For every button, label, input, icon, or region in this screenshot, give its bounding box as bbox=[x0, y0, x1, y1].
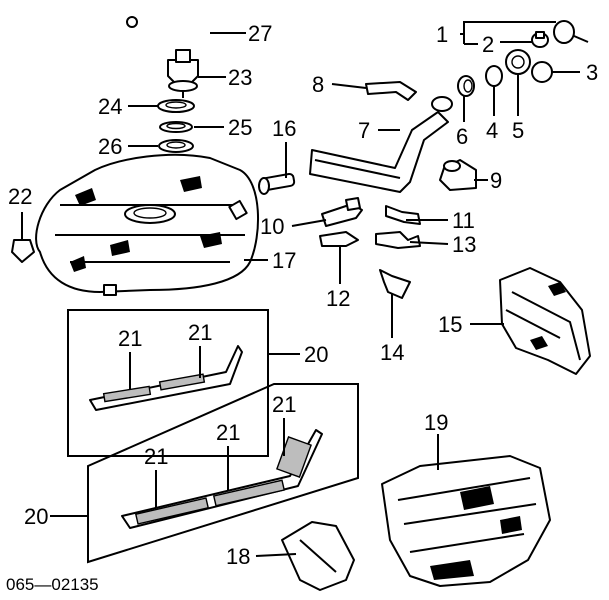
label-27: 27 bbox=[248, 21, 272, 46]
label-21-lower-left: 21 bbox=[144, 444, 168, 469]
label-13: 13 bbox=[452, 232, 476, 257]
label-10: 10 bbox=[260, 214, 284, 239]
label-1: 1 bbox=[436, 22, 448, 47]
band-set-lower-20 bbox=[121, 429, 323, 529]
plate-part-26 bbox=[158, 139, 194, 153]
label-2: 2 bbox=[482, 32, 494, 57]
filler-neck-part-5 bbox=[505, 49, 531, 75]
clip-part-14 bbox=[379, 269, 411, 299]
heat-protector-part-15 bbox=[499, 267, 591, 375]
band-set-upper-20 bbox=[89, 345, 243, 411]
label-20-upper: 20 bbox=[304, 342, 328, 367]
fuel-cap-part-1 bbox=[553, 20, 589, 44]
leader-lines bbox=[21, 21, 580, 557]
label-9: 9 bbox=[490, 168, 502, 193]
bracket-part-13 bbox=[375, 231, 421, 249]
label-8: 8 bbox=[312, 72, 324, 97]
clip-part-22 bbox=[11, 239, 35, 263]
label-18: 18 bbox=[226, 544, 250, 569]
label-3: 3 bbox=[586, 60, 598, 85]
label-20-lower: 20 bbox=[24, 504, 48, 529]
label-7: 7 bbox=[358, 118, 370, 143]
clamp-part-11 bbox=[385, 205, 421, 225]
label-15: 15 bbox=[438, 312, 462, 337]
label-25: 25 bbox=[228, 115, 252, 140]
label-16: 16 bbox=[272, 116, 296, 141]
bracket-part-12 bbox=[319, 231, 359, 247]
inlet-box-part-9 bbox=[439, 159, 477, 191]
group-box-lower-20 bbox=[87, 383, 359, 564]
fuel-sender-gauge-part-23 bbox=[167, 49, 199, 98]
label-11: 11 bbox=[452, 208, 475, 233]
label-19: 19 bbox=[424, 410, 448, 435]
label-4: 4 bbox=[486, 118, 498, 143]
tank-protector-part-19 bbox=[381, 455, 551, 587]
gasket-part-25 bbox=[159, 121, 193, 133]
label-21-upper-left: 21 bbox=[118, 326, 142, 351]
label-5: 5 bbox=[512, 118, 524, 143]
fuel-hose-part-16 bbox=[258, 172, 296, 195]
retainer-ring-part-24 bbox=[157, 99, 195, 113]
label-26: 26 bbox=[98, 134, 122, 159]
gasket-part-4 bbox=[485, 65, 503, 87]
filler-pipe-part-7 bbox=[309, 96, 453, 193]
fuel-tank-part-17 bbox=[35, 153, 259, 296]
diagram-code: 065—02135 bbox=[6, 575, 99, 594]
label-21-lower-right: 21 bbox=[272, 392, 296, 417]
callout-labels: 27 23 24 25 26 16 17 22 8 7 6 4 5 3 1 2 … bbox=[6, 21, 598, 594]
label-17: 17 bbox=[272, 248, 296, 273]
label-22: 22 bbox=[8, 184, 32, 209]
label-21-lower-middle: 21 bbox=[216, 420, 240, 445]
label-12: 12 bbox=[326, 286, 350, 311]
grommet-part-6 bbox=[457, 75, 475, 97]
label-21-upper-right: 21 bbox=[188, 320, 212, 345]
under-cover-part-18 bbox=[281, 521, 355, 591]
label-24: 24 bbox=[98, 94, 122, 119]
label-23: 23 bbox=[228, 65, 252, 90]
band-part-10 bbox=[321, 197, 363, 227]
label-14: 14 bbox=[380, 340, 404, 365]
vapor-hose-part-27 bbox=[126, 10, 211, 62]
group-box-upper-20 bbox=[67, 309, 269, 457]
seal-part-3 bbox=[531, 61, 553, 83]
cap-plug-part-2 bbox=[531, 31, 549, 48]
protector-part-8 bbox=[365, 81, 417, 101]
label-6: 6 bbox=[456, 124, 468, 149]
